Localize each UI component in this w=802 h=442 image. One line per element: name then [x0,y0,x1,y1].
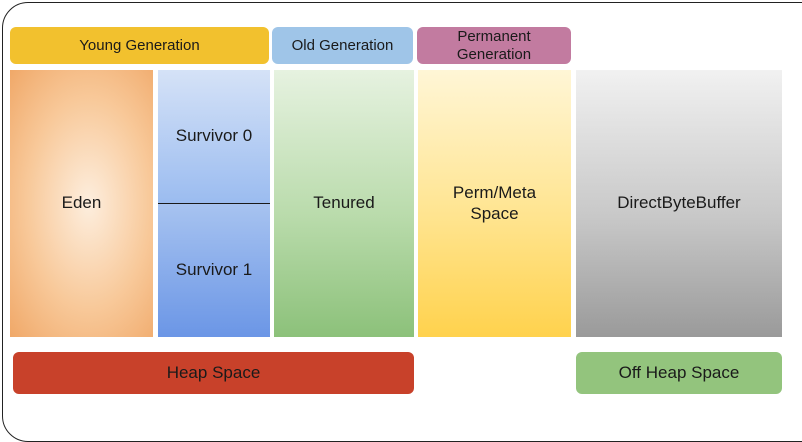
perm-meta-space-text: Perm/Meta Space [452,183,537,223]
permanent-generation-label: Permanent Generation [417,27,571,64]
old-generation-label: Old Generation [272,27,413,64]
off-heap-space-label: Off Heap Space [576,352,782,394]
permanent-generation-text: Permanent Generation [456,27,532,63]
young-generation-label: Young Generation [10,27,269,64]
perm-meta-space-region: Perm/Meta Space [418,70,571,337]
heap-space-label: Heap Space [13,352,414,394]
eden-region: Eden [10,70,153,337]
survivor-1-region: Survivor 1 [158,204,270,337]
survivor-divider [158,203,270,204]
tenured-region: Tenured [274,70,414,337]
direct-byte-buffer-region: DirectByteBuffer [576,70,782,337]
survivor-0-region: Survivor 0 [158,70,270,203]
